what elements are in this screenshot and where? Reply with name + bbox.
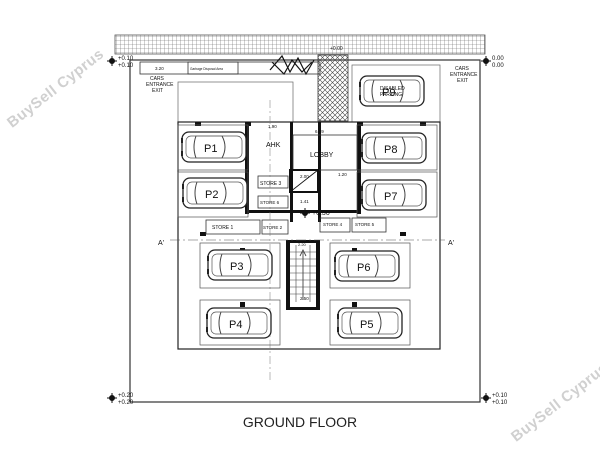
store3-label: STORE 3 <box>260 181 282 187</box>
level-bl-1: +0.20 <box>118 393 134 399</box>
parking-label: P7 <box>384 191 397 203</box>
level-center: +0.30 <box>312 210 330 217</box>
dim-lift-w: 1.41 <box>300 199 309 204</box>
parking-space-p2: P2 <box>181 177 248 209</box>
store1-label: STORE 1 <box>212 225 234 231</box>
entrance-right-1: CARS <box>455 66 470 72</box>
ahk-label: AHK <box>266 142 281 149</box>
plot-outline <box>129 59 481 403</box>
boundary-hatch <box>114 34 486 55</box>
level-br-2: +0.10 <box>492 400 508 406</box>
parking-space-p6: P6 <box>333 250 400 282</box>
section-right: A' <box>448 240 454 247</box>
parking-label: P4 <box>229 319 242 331</box>
dim-ahk: 1.90 <box>268 124 277 129</box>
parking-space-p4: P4 <box>205 307 272 339</box>
stairs <box>290 245 316 302</box>
bay-outlines <box>177 124 438 346</box>
disabled-label-2: PARKING <box>380 92 402 98</box>
parking-space-p1: P1 <box>180 131 247 163</box>
level-bl-2: +0.20 <box>118 400 134 406</box>
top-strip <box>139 61 321 75</box>
tree-symbols <box>269 54 315 76</box>
parking-space-p8: P8 <box>360 132 427 164</box>
store5-label: STORE 5 <box>355 222 375 227</box>
level-tr-2: 0.00 <box>492 63 504 69</box>
dim-top-left: 3.20 <box>155 66 164 71</box>
store2-label: STORE 2 <box>263 225 283 230</box>
parking-label: P1 <box>204 143 217 155</box>
disabled-label-1: DISABLED <box>380 86 405 92</box>
parking-label: P9 <box>382 87 395 99</box>
drawing-title: GROUND FLOOR <box>243 414 357 430</box>
garbage-label: Garbage Disposal Area <box>190 67 223 71</box>
level-tl-2: +0.10 <box>118 63 134 69</box>
level-markers <box>107 56 491 403</box>
dim-stair: 2.20 <box>298 242 307 247</box>
entrance-ramp <box>317 54 349 122</box>
parking-space-p7: P7 <box>360 179 427 211</box>
parking-space-p5: P5 <box>336 307 403 339</box>
parking-space-p9: P9 <box>358 75 425 107</box>
level-tl-1: +0.10 <box>118 56 134 62</box>
level-br-1: +0.10 <box>492 393 508 399</box>
lobby-label: LOBBY <box>310 152 334 159</box>
parking-label: P8 <box>384 144 397 156</box>
store-rooms <box>205 175 387 235</box>
parking-label: P5 <box>360 319 373 331</box>
store6-label: STORE 6 <box>260 200 280 205</box>
store4-label: STORE 4 <box>323 222 343 227</box>
parking-label: P3 <box>230 261 243 273</box>
level-tr-1: 0.00 <box>492 56 504 62</box>
entrance-right-2: ENTRANCE <box>450 72 478 78</box>
dim-lobby: 6.19 <box>315 129 324 134</box>
building-outline <box>177 121 441 350</box>
entrance-right-3: EXIT <box>457 78 468 84</box>
entrance-left-3: EXIT <box>152 88 163 94</box>
dim-vert: 1.20 <box>338 172 347 177</box>
level-ramp: +0.00 <box>330 46 343 52</box>
entrance-left-1: CARS <box>150 76 165 82</box>
parking-label: P2 <box>205 189 218 201</box>
lift-box <box>289 169 319 193</box>
section-left: A' <box>158 240 164 247</box>
left-drive-zone <box>177 81 294 123</box>
dim-lift: 2.00 <box>300 174 309 179</box>
parking-label: P6 <box>357 262 370 274</box>
garbage-area <box>187 61 239 75</box>
dim-stair-bottom: 2.50 <box>300 296 309 301</box>
lift-cross <box>289 169 319 193</box>
parking-space-p3: P3 <box>206 249 273 281</box>
entrance-left-2: ENTRANCE <box>146 82 174 88</box>
